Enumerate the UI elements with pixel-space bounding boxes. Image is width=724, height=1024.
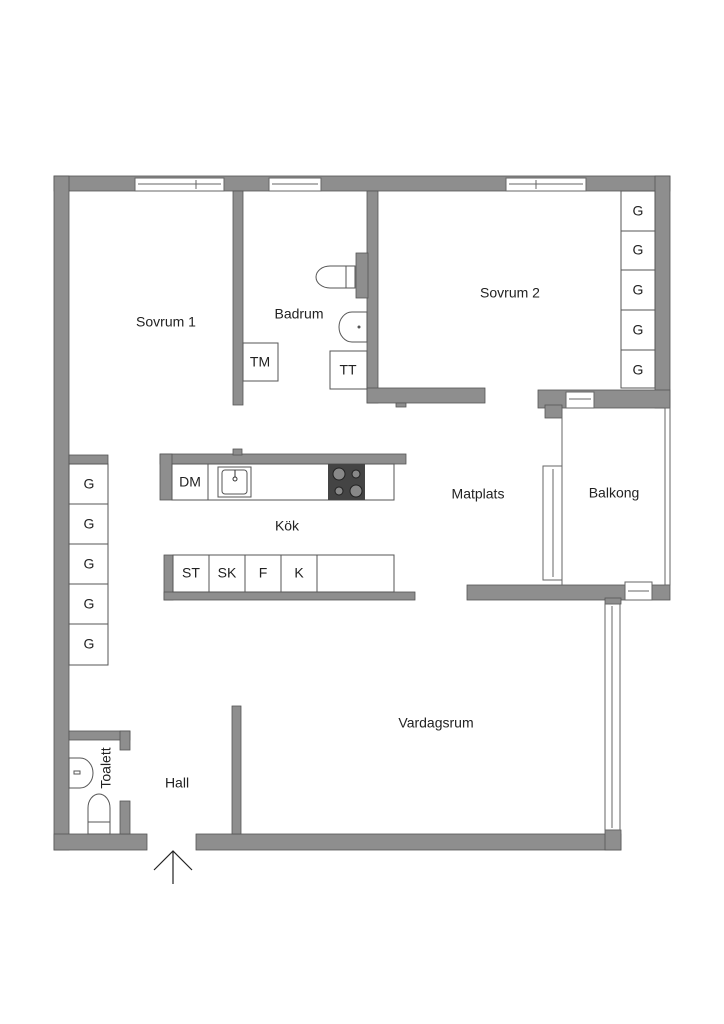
walls: [53, 175, 671, 851]
cabinet-label: SK: [218, 565, 237, 581]
toilet-icon: [87, 793, 111, 835]
sink-icon: [217, 466, 252, 498]
sink-icon: [338, 311, 368, 343]
room-label-badrum: Badrum: [274, 306, 323, 322]
wardrobe-label: G: [84, 636, 95, 652]
dryer-label: TT: [339, 362, 357, 378]
room-label-sovrum2: Sovrum 2: [480, 285, 540, 301]
wardrobe-label: G: [633, 322, 644, 338]
fridge-label: K: [294, 565, 304, 581]
room-label-kok: Kök: [275, 518, 300, 534]
freezer-label: F: [259, 565, 268, 581]
wardrobe-label: G: [84, 476, 95, 492]
windows: [134, 177, 671, 831]
entrance-arrow-icon: [153, 850, 193, 884]
dishwasher-label: DM: [179, 474, 201, 490]
wardrobes-hall: G G G G G: [68, 463, 109, 666]
wardrobe-label: G: [633, 362, 644, 378]
room-label-vardagsrum: Vardagsrum: [398, 715, 473, 731]
wardrobe-label: G: [84, 516, 95, 532]
wardrobe-label: G: [84, 596, 95, 612]
toilet-room-fixtures: [68, 757, 111, 835]
stove-label: ST: [182, 565, 200, 581]
wardrobe-label: G: [84, 556, 95, 572]
wardrobe-label: G: [633, 282, 644, 298]
bathroom-fixtures: TM TT: [242, 265, 368, 390]
room-label-balkong: Balkong: [589, 485, 640, 501]
room-label-toalett: Toalett: [98, 747, 114, 788]
washing-machine-label: TM: [250, 354, 270, 370]
stove-icon: [328, 464, 365, 500]
room-label-matplats: Matplats: [452, 486, 505, 502]
room-label-hall: Hall: [165, 775, 189, 791]
room-label-sovrum1: Sovrum 1: [136, 314, 196, 330]
wardrobes-sovrum2: G G G G G: [620, 190, 656, 389]
wardrobe-label: G: [633, 242, 644, 258]
wardrobe-label: G: [633, 203, 644, 219]
kitchen: DM ST SK F K: [171, 463, 395, 593]
sink-icon: [68, 757, 94, 789]
toilet-icon: [315, 265, 356, 289]
